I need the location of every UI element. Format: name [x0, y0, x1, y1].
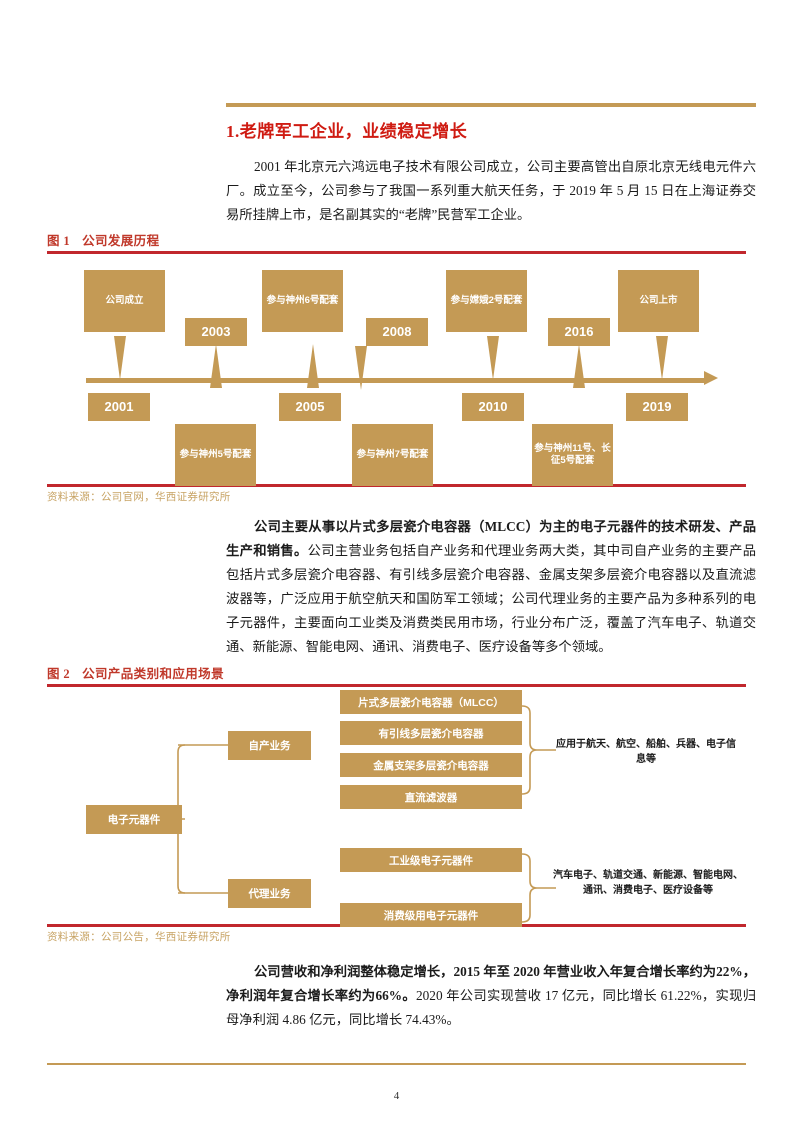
header-rule: [226, 103, 756, 107]
figure1-bottom-rule: [47, 484, 746, 487]
timeline-year-box: 2010: [462, 393, 524, 421]
timeline-axis: [86, 378, 706, 383]
figure2-caption: 图 2 公司产品类别和应用场景: [47, 663, 224, 682]
figure1-number: 图 1: [47, 234, 71, 248]
tree-root-box: 电子元器件: [86, 805, 182, 834]
tree-branch-box: 自产业务: [228, 731, 311, 760]
tree-item-box: 工业级电子元器件: [340, 848, 522, 872]
footer-rule: [47, 1063, 746, 1065]
timeline-tick-icon: [573, 344, 585, 388]
tree-note-agency: 汽车电子、轨道交通、新能源、智能电网、通讯、消费电子、医疗设备等: [553, 870, 743, 896]
figure2-top-rule: [47, 684, 746, 687]
timeline-event-box: 参与神州5号配套: [175, 424, 256, 486]
timeline-year-box: 2003: [185, 318, 247, 346]
figure2-title: 公司产品类别和应用场景: [82, 667, 224, 681]
figure1-title: 公司发展历程: [82, 234, 160, 248]
timeline-tick-icon: [307, 344, 319, 388]
timeline-tick-icon: [487, 336, 499, 380]
paragraph-financials-rest: 2020 年公司实现营收 17 亿元，同比增长 61.22%，实现归母净利润 4…: [226, 988, 757, 1027]
tree-branch-box: 代理业务: [228, 879, 311, 908]
timeline-event-box: 参与神州7号配套: [352, 424, 433, 486]
paragraph-intro: 2001 年北京元六鸿远电子技术有限公司成立，公司主要高管出自原北京无线电元件六…: [226, 159, 756, 222]
timeline-event-box: 参与嫦娥2号配套: [446, 270, 527, 332]
timeline-arrow-icon: [704, 371, 718, 385]
paragraph-business: 公司主要从事以片式多层瓷介电容器（MLCC）为主的电子元器件的技术研发、产品生产…: [226, 515, 756, 659]
paragraph-business-bold: 公司主要从事以片式多层瓷介电容器（MLCC）为主的电子元器件的技术研发、产品生产…: [226, 519, 756, 558]
timeline-event-box: 参与神州11号、长征5号配套: [532, 424, 613, 486]
timeline-tick-icon: [210, 344, 222, 388]
timeline-event-box: 公司成立: [84, 270, 165, 332]
timeline-tick-icon: [355, 346, 367, 390]
timeline-tick-icon: [114, 336, 126, 380]
timeline-year-box: 2008: [366, 318, 428, 346]
timeline-tick-icon: [656, 336, 668, 380]
paragraph-financials: 公司营收和净利润整体稳定增长，2015 年至 2020 年营业收入年复合增长率约…: [226, 960, 756, 1032]
timeline-year-box: 2005: [279, 393, 341, 421]
page-number: 4: [393, 1090, 400, 1102]
paragraph-financials-bold: 公司营收和净利润整体稳定增长，2015 年至 2020 年营业收入年复合增长率约…: [226, 964, 756, 1003]
tree-brace-self-production: [521, 705, 538, 795]
figure1-source: 资料来源：公司官网，华西证券研究所: [47, 492, 231, 503]
section-heading: 1.老牌军工企业，业绩稳定增长: [226, 122, 468, 141]
timeline-year-box: 2016: [548, 318, 610, 346]
tree-item-box: 直流滤波器: [340, 785, 522, 809]
paragraph-business-rest: 公司主营业务包括自产业务和代理业务两大类，其中司自产业务的主要产品包括片式多层瓷…: [226, 543, 757, 654]
figure1-top-rule: [47, 251, 746, 254]
tree-item-box: 有引线多层瓷介电容器: [340, 721, 522, 745]
tree-note-self-production: 应用于航天、航空、船舶、兵器、电子信息等: [556, 739, 736, 765]
timeline-event-box: 参与神州6号配套: [262, 270, 343, 332]
tree-item-box: 片式多层瓷介电容器（MLCC）: [340, 690, 522, 714]
figure1-caption: 图 1 公司发展历程: [47, 230, 159, 249]
figure2-number: 图 2: [47, 667, 71, 681]
timeline-year-box: 2019: [626, 393, 688, 421]
figure2-bottom-rule: [47, 924, 746, 927]
tree-item-box: 金属支架多层瓷介电容器: [340, 753, 522, 777]
tree-brace-agency: [521, 853, 538, 923]
timeline-event-box: 公司上市: [618, 270, 699, 332]
figure2-source: 资料来源：公司公告，华西证券研究所: [47, 932, 231, 943]
timeline-year-box: 2001: [88, 393, 150, 421]
tree-brace-root: [170, 744, 186, 894]
